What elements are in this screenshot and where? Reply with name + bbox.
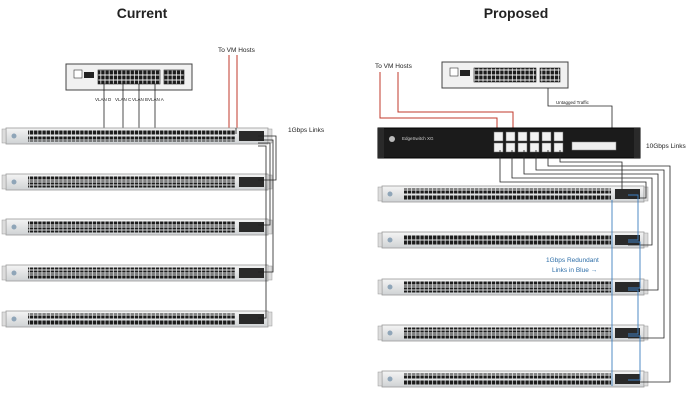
sfp-cage: [614, 189, 640, 199]
switch-48-port: [1, 218, 273, 236]
port-row: [28, 136, 235, 142]
port-row: [28, 182, 235, 188]
sfp-port: [493, 142, 504, 153]
vlan-links: [103, 84, 156, 128]
ubiquiti-logo-icon: [387, 330, 393, 336]
vlan-label: VLAN D: [95, 97, 112, 102]
sfp-port: [529, 131, 540, 142]
switch-48-port: [1, 173, 273, 191]
sfp-port: [541, 131, 552, 142]
ubiquiti-logo-icon: [387, 191, 393, 197]
vlan-label: VLAN A: [148, 97, 164, 102]
port-row: [28, 319, 235, 325]
current-links-label: 1Gbps Links: [288, 127, 325, 134]
ten-gig-links: [499, 150, 671, 383]
current-uplink-links: [235, 128, 277, 319]
switch-48-port: [377, 185, 649, 203]
sfp-cage: [238, 222, 264, 232]
port-row: [404, 281, 611, 287]
current-router: [65, 63, 193, 91]
switch-48-port: [1, 264, 273, 282]
port-row: [404, 327, 611, 333]
redundant-label-line2: Links in Blue →: [552, 267, 597, 274]
proposed-vm-host-links: [379, 72, 514, 136]
port-row: [28, 221, 235, 227]
port-row: [404, 240, 611, 246]
sfp-cage: [614, 282, 640, 292]
port-row: [404, 373, 611, 379]
ubiquiti-logo-icon: [387, 376, 393, 382]
sfp-cage: [238, 314, 264, 324]
sfp-port: [553, 142, 564, 153]
ubiquiti-logo-icon: [387, 237, 393, 243]
vlan-label: VLAN C: [115, 97, 132, 102]
sfp-port: [529, 142, 540, 153]
sfp-port: [493, 131, 504, 142]
sfp-cage: [238, 131, 264, 141]
current-title: Current: [117, 5, 168, 21]
port-row: [404, 234, 611, 240]
sfp-port: [517, 142, 528, 153]
sfp-cage: [238, 268, 264, 278]
ubiquiti-logo-icon: [11, 224, 17, 230]
redundant-label-line1: 1Gbps Redundant: [546, 257, 599, 264]
switch-48-port: [377, 324, 649, 342]
port-row: [404, 379, 611, 385]
sfp-port: [505, 131, 516, 142]
switch-48-port: [377, 231, 649, 249]
current-vm-hosts-label: To VM Hosts: [218, 47, 256, 54]
switch-48-port: [377, 278, 649, 296]
sfp-port: [541, 142, 552, 153]
current-diagram: VLAN D VLAN C VLAN B VLAN A To VM Hosts …: [1, 47, 325, 328]
proposed-router: [441, 61, 569, 89]
port-row: [28, 273, 235, 279]
port-row: [28, 130, 235, 136]
switch-48-port: [1, 127, 273, 145]
proposed-title: Proposed: [484, 5, 549, 21]
port-row: [28, 176, 235, 182]
ubiquiti-logo-icon: [387, 284, 393, 290]
edgeswitch-xg: EdgeSwitch XG: [377, 127, 641, 159]
switch-48-port: [377, 370, 649, 388]
current-switch-stack: [1, 127, 273, 328]
current-vm-host-links: [228, 55, 238, 130]
port-row: [404, 194, 611, 200]
proposed-diagram: Untagged Traffic To VM Hosts EdgeSwitch …: [375, 61, 686, 388]
sfp-port: [517, 131, 528, 142]
port-row: [28, 267, 235, 273]
sfp-cage: [238, 177, 264, 187]
ubiquiti-logo-icon: [11, 316, 17, 322]
untagged-traffic-label: Untagged Traffic: [556, 100, 590, 105]
port-row: [404, 188, 611, 194]
vlan-label: VLAN B: [132, 97, 148, 102]
proposed-vm-hosts-label: To VM Hosts: [375, 63, 413, 70]
edgeswitch-label: EdgeSwitch XG: [402, 136, 434, 141]
switch-48-port: [1, 310, 273, 328]
ubiquiti-logo-icon: [11, 179, 17, 185]
sfp-port: [505, 142, 516, 153]
port-row: [28, 313, 235, 319]
redundant-links: [611, 194, 641, 386]
untagged-link: [547, 88, 613, 140]
proposed-links-label: 10Gbps Links: [646, 143, 686, 150]
ubiquiti-logo-icon: [11, 133, 17, 139]
ubiquiti-logo-icon: [11, 270, 17, 276]
proposed-switch-stack: [377, 185, 649, 388]
port-row: [404, 287, 611, 293]
port-row: [28, 227, 235, 233]
port-row: [404, 333, 611, 339]
sfp-cage: [614, 374, 640, 384]
sfp-cage: [614, 328, 640, 338]
sfp-port: [553, 131, 564, 142]
sfp-cage: [614, 235, 640, 245]
